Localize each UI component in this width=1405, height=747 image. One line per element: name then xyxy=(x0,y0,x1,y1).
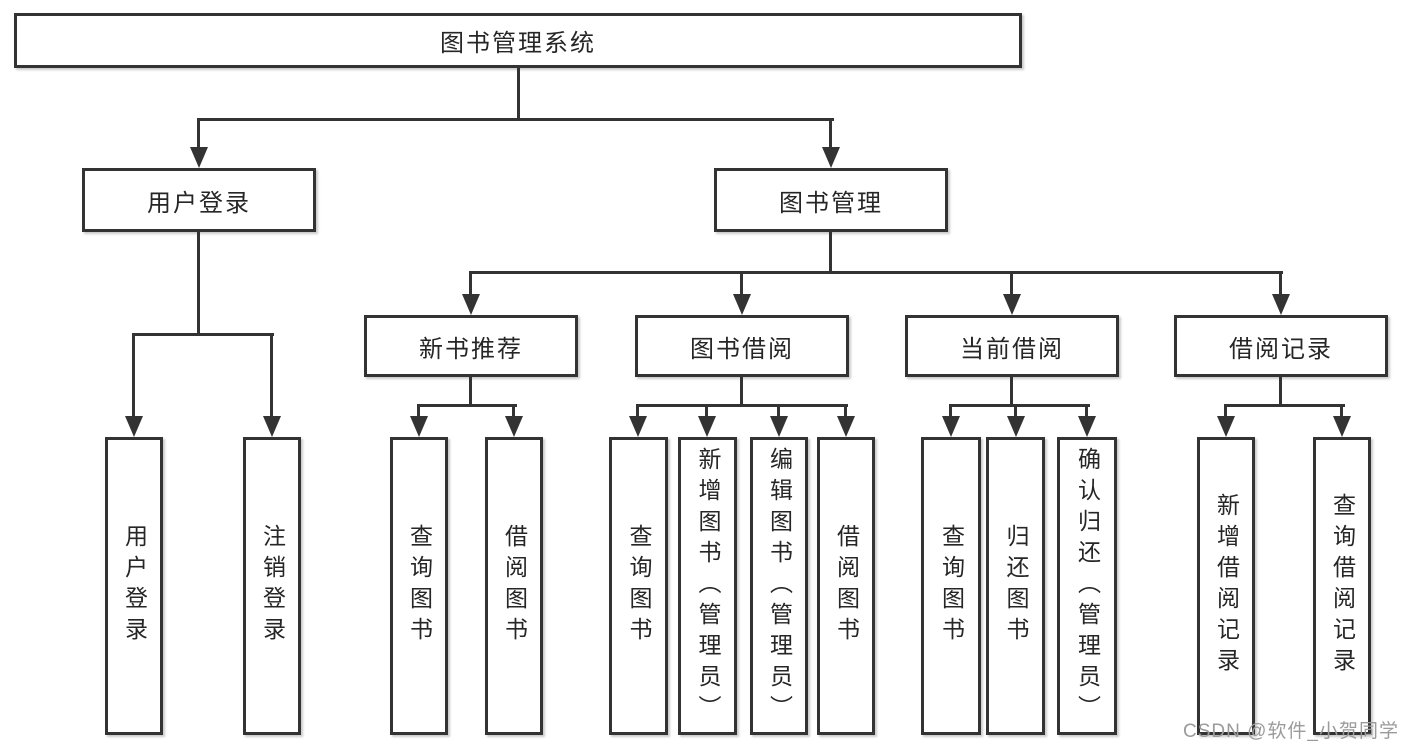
arrow-down-icon xyxy=(698,416,716,437)
leaf-query-book-1-label: 查询图书 xyxy=(406,524,433,648)
connector-line xyxy=(740,375,743,407)
arrow-down-icon xyxy=(1003,294,1021,315)
arrow-down-icon xyxy=(462,294,480,315)
connector-line xyxy=(705,404,708,418)
leaf-return-book-label: 归还图书 xyxy=(1003,524,1029,648)
leaf-return-book: 归还图书 xyxy=(986,437,1045,735)
node-borrow-records: 借阅记录 xyxy=(1174,315,1388,377)
leaf-user-login: 用户登录 xyxy=(105,437,163,735)
connector-line xyxy=(132,333,135,418)
arrow-down-icon xyxy=(410,416,428,437)
node-book-management: 图书管理 xyxy=(714,168,948,232)
arrow-down-icon xyxy=(263,416,281,437)
leaf-borrow-book-1: 借阅图书 xyxy=(485,437,543,735)
connector-line xyxy=(517,66,520,120)
connector-line xyxy=(636,404,848,407)
leaf-confirm-return-admin: 确认归还（管理员） xyxy=(1057,437,1117,735)
arrow-down-icon xyxy=(837,416,855,437)
connector-line xyxy=(132,333,274,336)
connector-line xyxy=(1014,404,1017,418)
leaf-query-book-3-label: 查询图书 xyxy=(938,524,965,648)
node-book-management-label: 图书管理 xyxy=(779,189,883,217)
connector-line xyxy=(1340,404,1343,418)
arrow-down-icon xyxy=(505,416,523,437)
leaf-add-book-admin-label: 新增图书（管理员） xyxy=(695,446,721,726)
connector-line xyxy=(197,230,200,336)
arrow-down-icon xyxy=(1217,416,1235,437)
connector-line xyxy=(1010,271,1013,297)
leaf-borrow-book-1-label: 借阅图书 xyxy=(501,524,528,648)
leaf-borrow-book-2-label: 借阅图书 xyxy=(833,524,860,648)
arrow-down-icon xyxy=(942,416,960,437)
arrow-down-icon xyxy=(1007,416,1025,437)
leaf-edit-book-admin: 编辑图书（管理员） xyxy=(750,437,808,735)
connector-line xyxy=(469,271,472,297)
arrow-down-icon xyxy=(629,416,647,437)
leaf-edit-book-admin-label: 编辑图书（管理员） xyxy=(766,446,793,726)
leaf-query-book-2-label: 查询图书 xyxy=(626,524,652,648)
connector-line xyxy=(417,404,420,418)
csdn-watermark: CSDN @软件_小贺同学 xyxy=(1183,721,1399,742)
connector-line xyxy=(777,404,780,418)
leaf-add-borrow-record: 新增借阅记录 xyxy=(1197,437,1255,735)
leaf-confirm-return-admin-label: 确认归还（管理员） xyxy=(1074,446,1101,726)
connector-line xyxy=(636,404,639,418)
leaf-query-book-3: 查询图书 xyxy=(921,437,981,735)
node-user-login-label: 用户登录 xyxy=(147,189,251,217)
leaf-logout: 注销登录 xyxy=(243,437,301,735)
arrow-down-icon xyxy=(822,147,840,168)
connector-line xyxy=(844,404,847,418)
connector-line xyxy=(1279,271,1282,297)
node-book-borrow: 图书借阅 xyxy=(635,315,849,377)
connector-line xyxy=(1224,404,1345,407)
arrow-down-icon xyxy=(770,416,788,437)
connector-line xyxy=(1085,404,1088,418)
connector-line xyxy=(417,404,517,407)
leaf-add-borrow-record-label: 新增借阅记录 xyxy=(1213,493,1240,679)
leaf-query-book-2: 查询图书 xyxy=(609,437,668,735)
arrow-down-icon xyxy=(1272,294,1290,315)
connector-line xyxy=(197,118,834,121)
node-book-borrow-label: 图书借阅 xyxy=(690,335,794,363)
node-user-login: 用户登录 xyxy=(82,168,316,232)
connector-line xyxy=(829,230,832,274)
connector-line xyxy=(949,404,1090,407)
node-new-book-recommend: 新书推荐 xyxy=(364,315,578,377)
leaf-query-book-1: 查询图书 xyxy=(390,437,448,735)
node-current-borrow: 当前借阅 xyxy=(905,315,1119,377)
arrow-down-icon xyxy=(733,294,751,315)
leaf-borrow-book-2: 借阅图书 xyxy=(817,437,875,735)
connector-line xyxy=(740,271,743,297)
connector-line xyxy=(829,118,832,150)
node-new-book-recommend-label: 新书推荐 xyxy=(419,335,523,363)
arrow-down-icon xyxy=(190,147,208,168)
connector-line xyxy=(197,118,200,150)
node-root-label: 图书管理系统 xyxy=(440,30,596,57)
node-root: 图书管理系统 xyxy=(14,13,1022,68)
connector-line xyxy=(949,404,952,418)
connector-line xyxy=(1279,375,1282,407)
node-borrow-records-label: 借阅记录 xyxy=(1229,335,1333,363)
connector-line xyxy=(270,333,273,418)
connector-line xyxy=(469,375,472,407)
arrow-down-icon xyxy=(125,416,143,437)
connector-line xyxy=(512,404,515,418)
arrow-down-icon xyxy=(1333,416,1351,437)
leaf-query-borrow-record-label: 查询借阅记录 xyxy=(1329,493,1356,679)
connector-line xyxy=(469,271,1283,274)
leaf-add-book-admin: 新增图书（管理员） xyxy=(678,437,737,735)
leaf-logout-label: 注销登录 xyxy=(259,524,286,648)
leaf-query-borrow-record: 查询借阅记录 xyxy=(1313,437,1371,735)
connector-line xyxy=(1224,404,1227,418)
connector-line xyxy=(1010,375,1013,407)
node-current-borrow-label: 当前借阅 xyxy=(960,335,1064,363)
arrow-down-icon xyxy=(1078,416,1096,437)
leaf-user-login-label: 用户登录 xyxy=(121,524,148,648)
